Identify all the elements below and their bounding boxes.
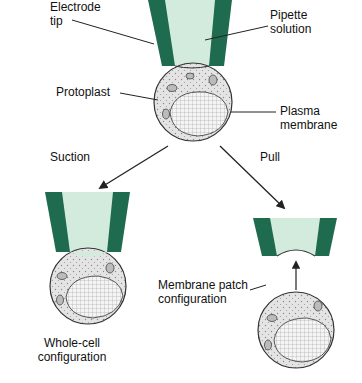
movement-arrow [295, 262, 296, 290]
protoplast [154, 63, 232, 141]
configuration-label: Membrane patch configuration [158, 278, 250, 306]
protoplast [258, 292, 334, 368]
membrane-patch [277, 250, 315, 256]
step-label: Pull [260, 150, 300, 164]
pipette [253, 218, 337, 256]
step-label: Suction [50, 150, 110, 164]
pipette [148, 0, 232, 66]
part-label: Electrode tip [50, 0, 112, 28]
whole-cell-protoplast [50, 248, 126, 324]
pipette [45, 192, 130, 252]
configuration-label: Whole-cell configuration [22, 336, 122, 364]
part-label: Plasma membrane [280, 104, 355, 132]
suction-arrow [100, 146, 168, 188]
part-label: Pipette solution [270, 8, 340, 36]
part-label: Protoplast [56, 85, 136, 99]
leader-lines [72, 20, 276, 290]
